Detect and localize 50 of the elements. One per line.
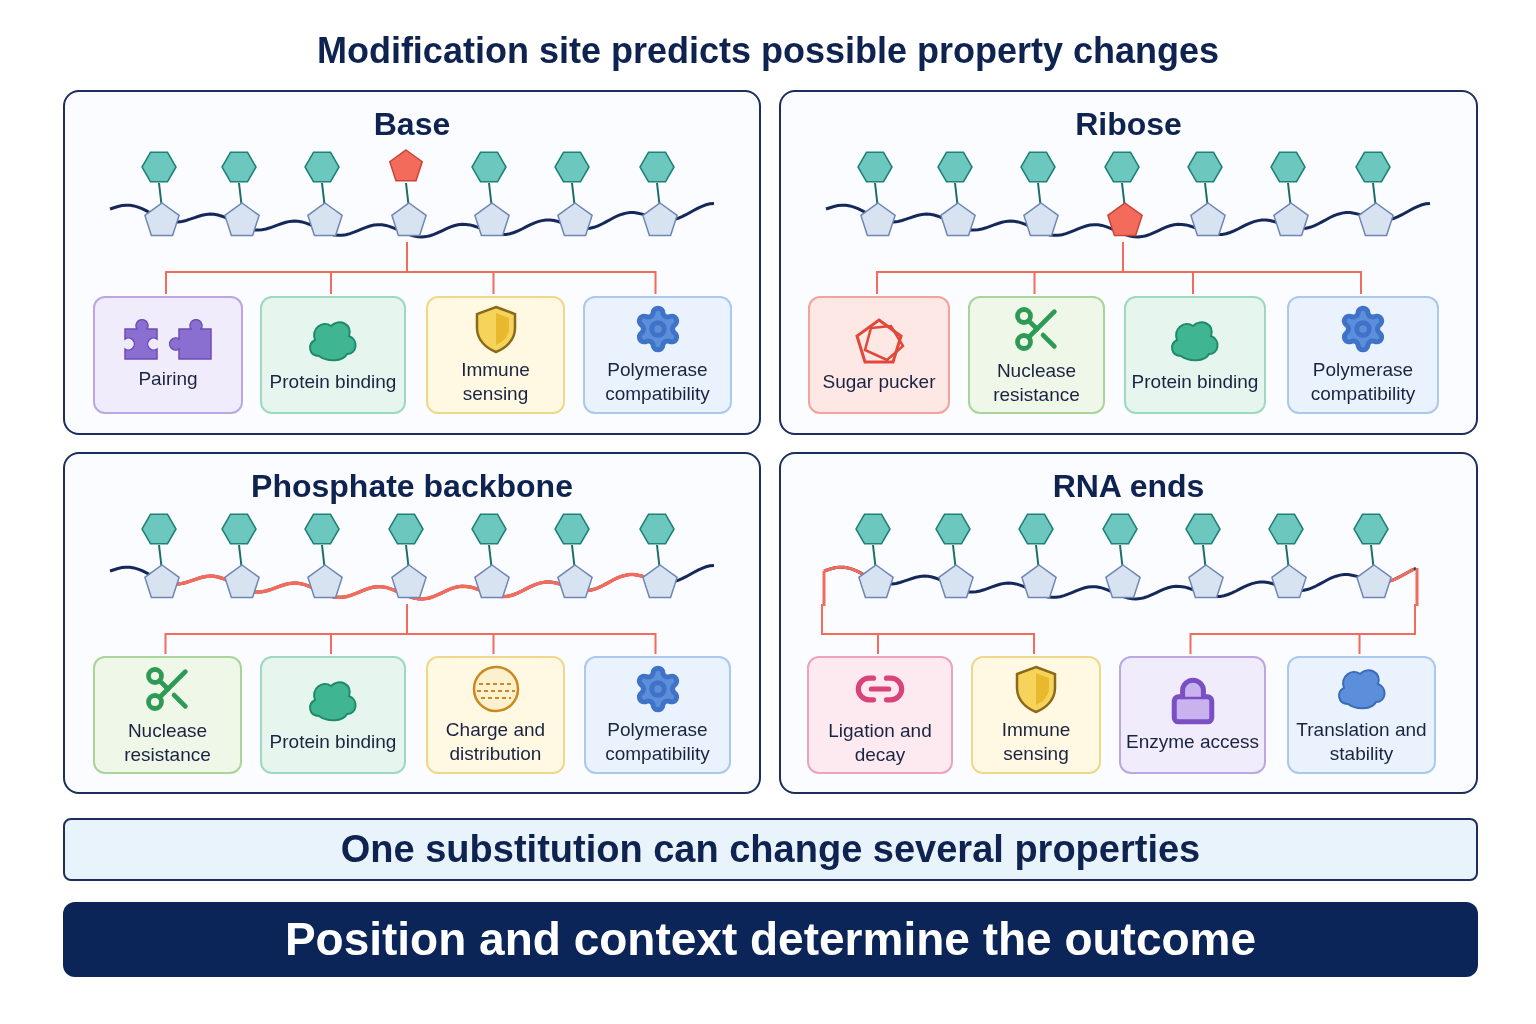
- property-card: [1287, 296, 1439, 414]
- panel-heading: RNA ends: [1051, 467, 1206, 506]
- property-card: [1287, 656, 1436, 774]
- property-label: Polymerase compatibility: [604, 718, 711, 766]
- property-label: Immune sensing: [460, 358, 531, 406]
- property-card: [93, 296, 243, 414]
- property-card: [971, 656, 1101, 774]
- property-card: [93, 656, 242, 774]
- panel-heading: Base: [372, 105, 452, 144]
- property-label: Polymerase compatibility: [1309, 358, 1417, 406]
- property-label: Ligation and decay: [827, 719, 933, 767]
- property-card: [584, 656, 731, 774]
- section-panel: [779, 452, 1478, 794]
- property-label: Nuclease resistance: [992, 359, 1081, 407]
- property-card: [426, 656, 565, 774]
- panel-heading: Ribose: [1074, 105, 1183, 144]
- property-label: Sugar pucker: [822, 370, 936, 394]
- connector-line: [821, 603, 1035, 655]
- connector-line: [1122, 241, 1362, 295]
- property-card: [1124, 296, 1266, 414]
- property-card: [426, 296, 565, 414]
- connector-line: [1358, 603, 1416, 655]
- property-label: Pairing: [138, 367, 198, 391]
- property-card: [260, 656, 406, 774]
- property-card: [807, 656, 953, 774]
- property-label: Protein binding: [269, 730, 397, 754]
- property-label: Polymerase compatibility: [604, 358, 711, 406]
- property-card: [968, 296, 1105, 414]
- section-panel: [63, 452, 761, 794]
- section-panel: [63, 90, 761, 435]
- panel-heading: Phosphate backbone: [250, 467, 574, 506]
- conclusion-banner: [63, 902, 1478, 977]
- property-label: Protein binding: [269, 370, 397, 394]
- property-card: [583, 296, 732, 414]
- property-label: Enzyme access: [1125, 730, 1259, 754]
- property-label: Charge and distribution: [444, 718, 547, 766]
- property-label: Immune sensing: [1000, 718, 1072, 766]
- summary-banner: [63, 818, 1478, 881]
- conclusion-text: Position and context determine the outcome: [284, 912, 1257, 967]
- property-label: Protein binding: [1131, 370, 1259, 394]
- property-card: [260, 296, 406, 414]
- section-panel: [779, 90, 1478, 435]
- summary-text: One substitution can change several properties: [340, 827, 1201, 872]
- property-card: [1119, 656, 1266, 774]
- connector-line: [406, 603, 657, 655]
- diagram-title: Modification site predicts possible property changes: [315, 29, 1221, 73]
- connector-line: [406, 241, 657, 295]
- property-label: Nuclease resistance: [123, 719, 212, 767]
- property-card: [808, 296, 950, 414]
- property-label: Translation and stability: [1295, 718, 1428, 766]
